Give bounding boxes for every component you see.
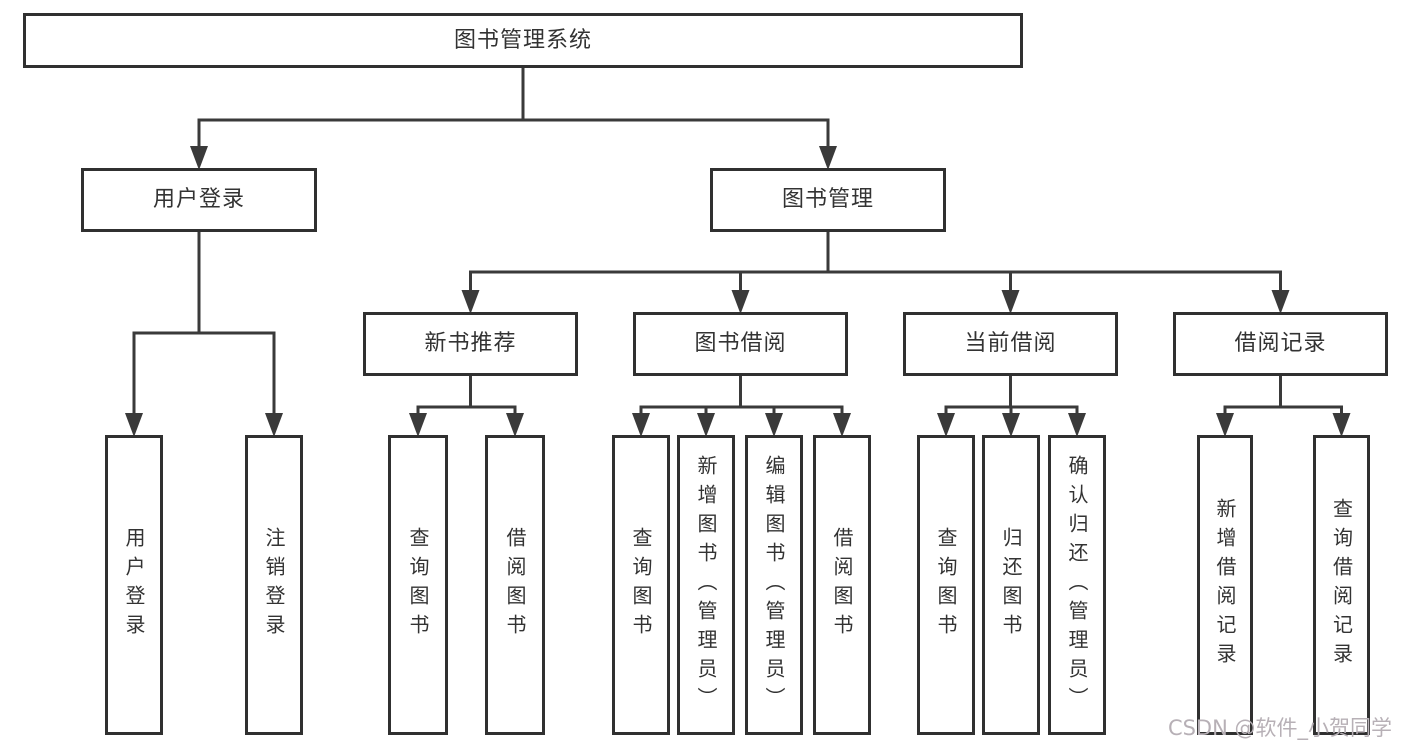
node-label: 查询图书 — [629, 527, 653, 643]
node-br-add-record: 新增借阅记录 — [1197, 435, 1253, 735]
node-label: 图书管理系统 — [453, 27, 592, 53]
arrowhead-icon — [765, 413, 783, 437]
arrowhead-icon — [731, 290, 750, 314]
arrowhead-icon — [1068, 413, 1086, 437]
connector-new-book-rec — [409, 374, 524, 437]
connector-root — [190, 66, 837, 170]
node-label: 查询借阅记录 — [1329, 498, 1354, 672]
arrowhead-icon — [819, 146, 837, 170]
node-label: 当前借阅 — [964, 331, 1057, 356]
arrowhead-icon — [409, 413, 427, 437]
node-bb-borrow-book: 借阅图书 — [813, 435, 871, 735]
arrowhead-icon — [506, 413, 524, 437]
node-label: 用户登录 — [122, 527, 146, 643]
node-cb-confirm-return: 确认归还（管理员） — [1048, 435, 1106, 735]
arrowhead-icon — [1332, 413, 1351, 437]
node-root: 图书管理系统 — [23, 13, 1023, 68]
node-cb-return-book: 归还图书 — [982, 435, 1040, 735]
arrowhead-icon — [937, 413, 955, 437]
node-label: 用户登录 — [152, 187, 245, 212]
node-label: 查询图书 — [406, 527, 430, 643]
connector-current-borrow — [937, 374, 1086, 437]
connector-book-mgmt — [461, 230, 1290, 314]
node-label: 查询图书 — [934, 527, 958, 643]
node-bb-add-book: 新增图书（管理员） — [677, 435, 735, 735]
node-label: 新增图书（管理员） — [694, 454, 718, 716]
arrowhead-icon — [1002, 413, 1020, 437]
arrowhead-icon — [1001, 290, 1020, 314]
node-label: 新书推荐 — [424, 331, 517, 356]
node-cb-query-book: 查询图书 — [917, 435, 975, 735]
node-bb-edit-book: 编辑图书（管理员） — [745, 435, 803, 735]
connector-book-borrow — [632, 374, 851, 437]
watermark: CSDN @软件_小贺同学 — [1167, 716, 1392, 740]
node-label: 新增借阅记录 — [1213, 498, 1237, 672]
node-current-borrow: 当前借阅 — [903, 312, 1118, 376]
arrowhead-icon — [461, 290, 480, 314]
arrowhead-icon — [1216, 413, 1234, 437]
node-bb-query-book: 查询图书 — [612, 435, 670, 735]
arrowhead-icon — [125, 413, 143, 437]
connector-borrow-record — [1216, 374, 1351, 437]
arrowhead-icon — [190, 146, 208, 170]
arrowhead-icon — [833, 413, 851, 437]
arrowhead-icon — [632, 413, 650, 437]
node-label: 编辑图书（管理员） — [762, 454, 786, 716]
node-label: 图书借阅 — [694, 331, 787, 356]
node-book-mgmt: 图书管理 — [710, 168, 946, 232]
node-borrow-record: 借阅记录 — [1173, 312, 1388, 376]
node-login: 用户登录 — [105, 435, 163, 735]
node-logout: 注销登录 — [245, 435, 303, 735]
node-rec-query-book: 查询图书 — [388, 435, 448, 735]
node-label: 借阅图书 — [830, 527, 854, 643]
node-label: 图书管理 — [781, 187, 874, 212]
arrowhead-icon — [697, 413, 715, 437]
node-new-book-rec: 新书推荐 — [363, 312, 578, 376]
node-label: 借阅记录 — [1234, 331, 1327, 356]
node-book-borrow: 图书借阅 — [633, 312, 848, 376]
arrowhead-icon — [265, 413, 283, 437]
connector-user-login — [125, 230, 283, 437]
node-label: 归还图书 — [999, 527, 1023, 643]
node-br-query-record: 查询借阅记录 — [1313, 435, 1370, 735]
node-label: 借阅图书 — [503, 527, 527, 643]
node-label: 注销登录 — [262, 527, 286, 643]
arrowhead-icon — [1271, 290, 1290, 314]
node-rec-borrow-book: 借阅图书 — [485, 435, 545, 735]
node-label: 确认归还（管理员） — [1065, 454, 1089, 716]
node-user-login: 用户登录 — [81, 168, 317, 232]
